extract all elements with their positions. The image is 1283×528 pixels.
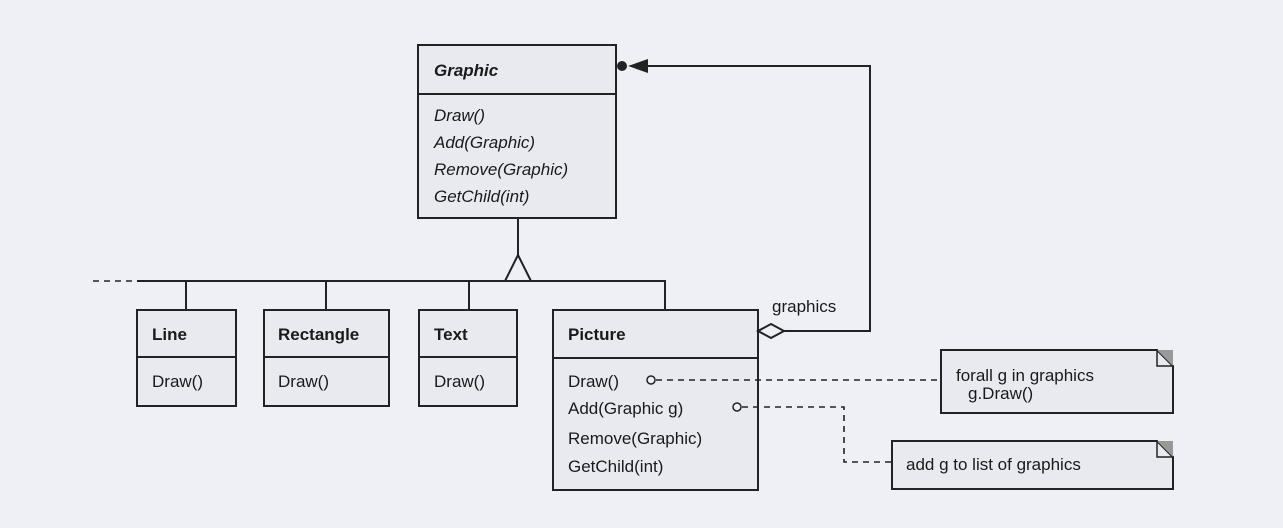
inheritance-connector — [93, 218, 666, 310]
class-name: Text — [434, 325, 468, 344]
method: Remove(Graphic) — [568, 429, 702, 448]
note-text: g.Draw() — [968, 384, 1033, 403]
class-name: Picture — [568, 325, 626, 344]
note-add: add g to list of graphics — [732, 402, 1174, 490]
note-draw: forall g in graphics g.Draw() — [646, 349, 1174, 414]
arrowhead — [628, 59, 648, 73]
method: Draw() — [278, 372, 329, 391]
method: Add(Graphic g) — [568, 399, 683, 418]
class-picture: Picture Draw() Add(Graphic g) Remove(Gra… — [552, 309, 759, 491]
class-name: Line — [152, 325, 187, 344]
method: Add(Graphic) — [433, 133, 535, 152]
multiplicity-dot — [617, 61, 627, 71]
class-text: Text Draw() — [418, 309, 518, 407]
note-text: forall g in graphics — [956, 366, 1094, 385]
method: Remove(Graphic) — [434, 160, 568, 179]
inheritance-triangle — [503, 252, 533, 282]
method: Draw() — [152, 372, 203, 391]
class-name: Rectangle — [278, 325, 359, 344]
note-text: add g to list of graphics — [906, 455, 1081, 474]
aggregation-diamond — [755, 322, 787, 340]
association-label: graphics — [772, 297, 836, 316]
class-line: Line Draw() — [136, 309, 237, 407]
class-graphic: Graphic Draw() Add(Graphic) Remove(Graph… — [417, 44, 617, 219]
method: Draw() — [568, 372, 619, 391]
method: Draw() — [434, 372, 485, 391]
method: GetChild(int) — [434, 187, 529, 206]
class-rectangle: Rectangle Draw() — [263, 309, 390, 407]
class-name: Graphic — [434, 61, 499, 80]
method: GetChild(int) — [568, 457, 663, 476]
method: Draw() — [434, 106, 485, 125]
aggregation-connector: graphics — [617, 59, 871, 340]
